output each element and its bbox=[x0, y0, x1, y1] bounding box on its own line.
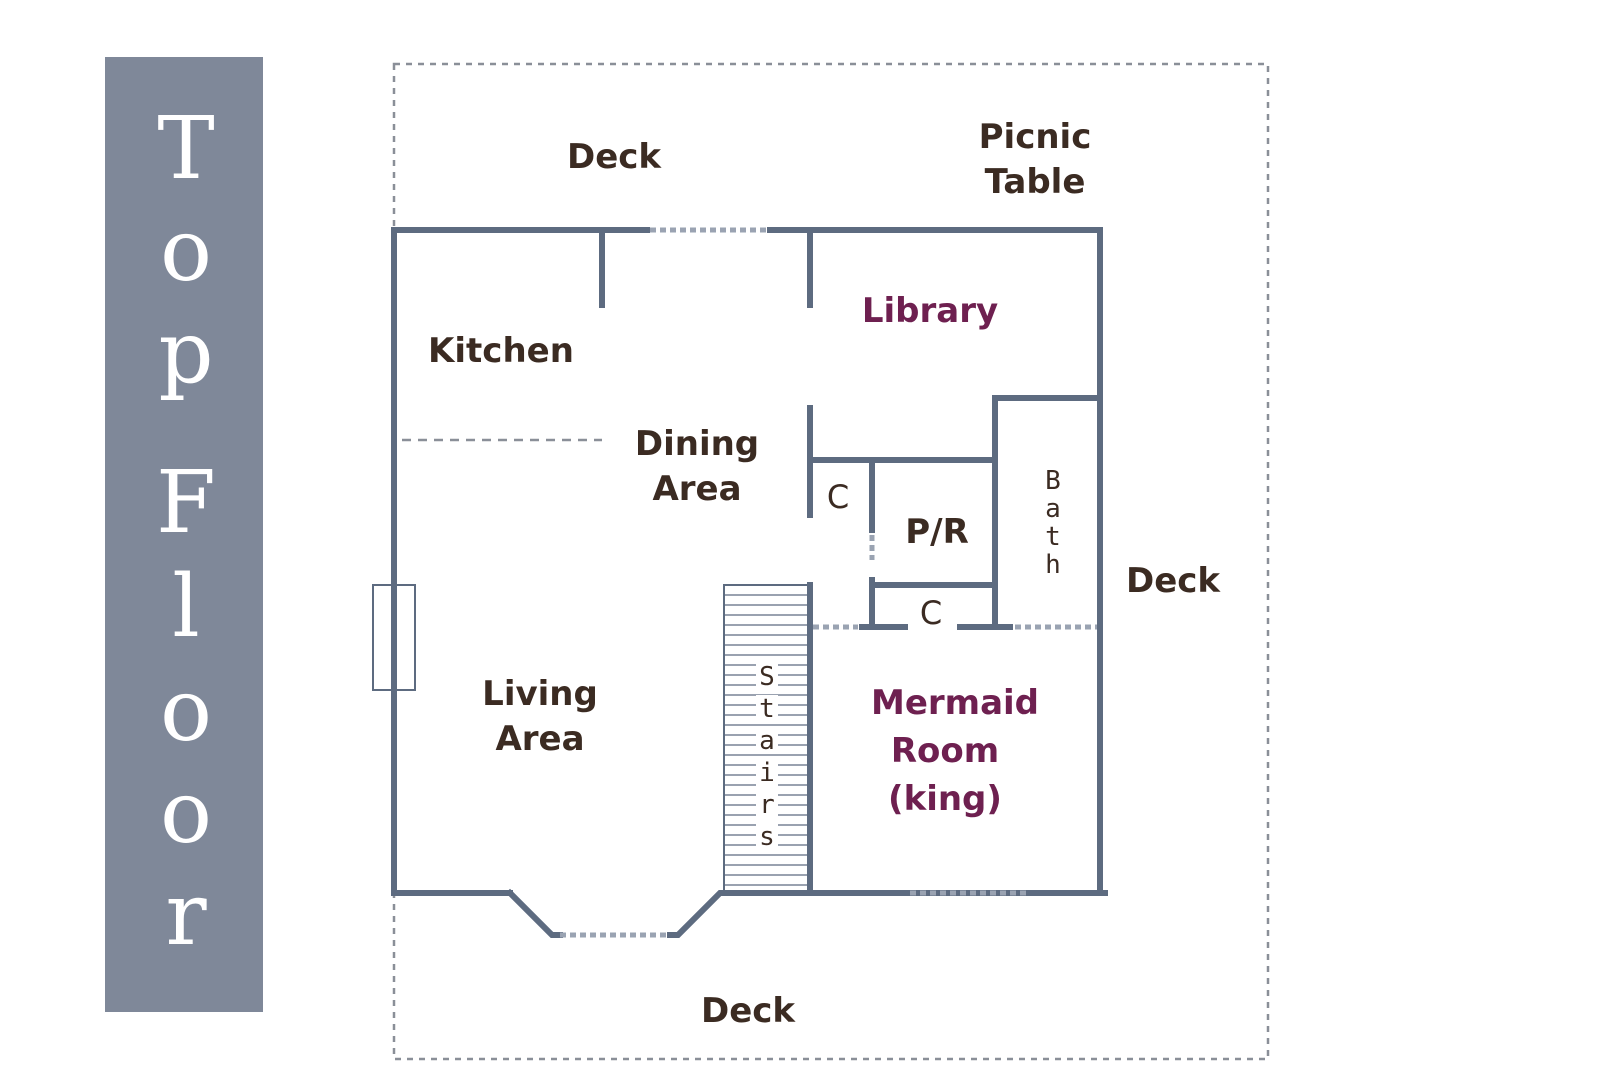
bath-letter: t bbox=[1045, 522, 1061, 552]
banner-letter: p bbox=[158, 303, 213, 403]
picnic-table-label-line2: Table bbox=[985, 162, 1086, 202]
living-area-label-line1: Living bbox=[482, 674, 598, 714]
banner-background bbox=[105, 57, 263, 1012]
library-label: Library bbox=[862, 291, 998, 331]
stairs-letter: a bbox=[759, 726, 775, 756]
stairs-letter-plate bbox=[756, 791, 778, 818]
picnic-table-label-line1: Picnic bbox=[979, 117, 1092, 157]
dining-area-label-line1: Dining bbox=[635, 424, 759, 464]
stairs-letter: s bbox=[759, 822, 775, 852]
stairs-letter-plate bbox=[756, 695, 778, 722]
bath-letter: B bbox=[1045, 466, 1061, 496]
mermaid-room-label-line1: Mermaid bbox=[871, 683, 1039, 723]
stairs-letter: t bbox=[759, 694, 775, 724]
deck-right-label: Deck bbox=[1126, 561, 1221, 601]
banner-letter: o bbox=[160, 661, 212, 761]
stairs-letter-plate bbox=[756, 823, 778, 850]
bath-letter: h bbox=[1045, 550, 1061, 580]
stairs-letter: S bbox=[759, 662, 775, 692]
closet-upper-label: C bbox=[827, 478, 849, 516]
mermaid-room-label-line3: (king) bbox=[888, 779, 1002, 819]
living-area-label-line2: Area bbox=[495, 719, 584, 759]
banner-letter: r bbox=[165, 865, 207, 965]
kitchen-label: Kitchen bbox=[428, 331, 574, 371]
banner-letter: o bbox=[160, 201, 212, 301]
stairs-letter-plate bbox=[756, 727, 778, 754]
dining-area-label-line2: Area bbox=[652, 469, 741, 509]
room-labels: Deck Picnic Table Kitchen Library Dining… bbox=[428, 117, 1221, 1031]
deck-bottom-label: Deck bbox=[701, 991, 796, 1031]
stairs-letter: r bbox=[759, 790, 775, 820]
closet-lower-label: C bbox=[920, 594, 942, 632]
bath-letter: a bbox=[1045, 494, 1061, 524]
banner-letter: T bbox=[157, 99, 214, 199]
banner-letter: l bbox=[172, 557, 200, 657]
mermaid-room-label-line2: Room bbox=[891, 731, 999, 771]
deck-top-label: Deck bbox=[567, 137, 662, 177]
stairs-letter: i bbox=[759, 758, 775, 788]
stairs-letter-plate bbox=[756, 663, 778, 690]
banner-letter: F bbox=[156, 453, 216, 553]
banner-letter: o bbox=[160, 763, 212, 863]
stairs-letter-plate bbox=[756, 759, 778, 786]
powder-room-label: P/R bbox=[905, 512, 969, 552]
